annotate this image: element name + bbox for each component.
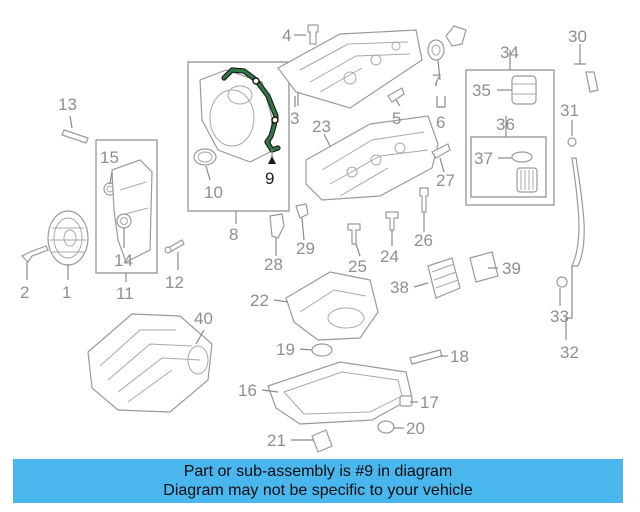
callout-15: 15: [100, 148, 119, 167]
callout-24: 24: [380, 247, 399, 266]
callout-18: 18: [450, 347, 469, 366]
part-35-cap: [511, 75, 537, 105]
callout-5: 5: [392, 109, 401, 128]
part-5-bracket: [387, 87, 405, 103]
part-13-stud: [61, 129, 89, 144]
part-1-pulley: [47, 210, 89, 266]
part-14-seal: [116, 213, 132, 229]
part-10-oring: [193, 148, 217, 166]
callout-27: 27: [436, 171, 455, 190]
part-40-intake-manifold: [87, 313, 213, 413]
group-box-36: [470, 136, 547, 198]
part-3-valve-cover: [277, 29, 423, 109]
callout-12: 12: [165, 273, 184, 292]
part-37-oring: [511, 151, 533, 163]
callout-28: 28: [264, 255, 283, 274]
part-21-sensor: [311, 429, 333, 453]
callout-40: 40: [194, 309, 213, 328]
callout-11: 11: [116, 284, 134, 303]
callout-32: 32: [560, 343, 579, 362]
part-2-bolt: [20, 245, 49, 263]
callout-14: 14: [114, 251, 133, 270]
group-box-8: [187, 61, 290, 212]
part-19-oring: [311, 343, 333, 357]
callout-38: 38: [390, 278, 409, 297]
callout-7: 7: [432, 71, 441, 90]
part-38-oil-cooler: [427, 257, 461, 299]
part-4-bolt: [307, 24, 319, 45]
callout-17: 17: [420, 393, 439, 412]
callout-16: 16: [238, 381, 257, 400]
callout-2: 2: [20, 283, 29, 302]
part-info-banner: Part or sub-assembly is #9 in diagram Di…: [13, 459, 623, 503]
part-25-bolt: [347, 223, 361, 245]
part-11-lower-cover: [111, 159, 153, 263]
callout-34: 34: [500, 43, 519, 62]
callout-25: 25: [348, 257, 367, 276]
part-6-cap: [445, 25, 467, 47]
part-8-timing-cover: [199, 69, 273, 163]
part-28-sensor: [269, 213, 285, 239]
callout-20: 20: [406, 419, 425, 438]
part-22-upper-oil-pan: [285, 271, 379, 341]
part-31-seal: [567, 137, 577, 147]
callout-13: 13: [58, 95, 77, 114]
callout-21: 21: [267, 431, 286, 450]
callout-37: 37: [474, 149, 493, 168]
callout-35: 35: [472, 81, 491, 100]
part-29-sensor: [295, 203, 309, 219]
part-12-bolt: [164, 239, 185, 254]
part-24-bolt: [385, 211, 399, 231]
callout-36: 36: [496, 115, 515, 134]
part-7-seal: [427, 39, 445, 61]
callout-3: 3: [290, 109, 299, 128]
part-30-dipstick-handle: [585, 71, 599, 93]
bracket-3-6: [294, 96, 446, 108]
part-39-gasket: [469, 251, 499, 283]
callout-33: 33: [550, 307, 569, 326]
callout-29: 29: [296, 239, 315, 258]
callout-4: 4: [282, 26, 291, 45]
part-26-bolt: [419, 187, 429, 213]
part-9-gasket: [221, 67, 281, 153]
part-20-plug: [377, 420, 395, 434]
callout-numbers: 1 2 3 4 5 6 7 8 9 10 11 12 13 14 15 16 1…: [20, 26, 587, 450]
callout-23: 23: [312, 117, 331, 136]
part-23-cylinder-head: [305, 115, 439, 201]
callout-26: 26: [414, 231, 433, 250]
leader-lines: [26, 34, 586, 441]
callout-1: 1: [62, 283, 71, 302]
callout-22: 22: [250, 291, 269, 310]
callout-10: 10: [204, 183, 223, 202]
banner-line-part: Part or sub-assembly is #9 in diagram: [183, 463, 453, 480]
callout-8: 8: [229, 225, 238, 244]
part-33-seal: [556, 276, 568, 288]
part-17-drain-plug: [399, 395, 413, 407]
banner-line-disclaimer: Diagram may not be specific to your vehi…: [163, 482, 473, 499]
part-36-filter: [516, 167, 538, 193]
part-32-dipstick-tube: [571, 157, 585, 267]
callout-19: 19: [276, 340, 295, 359]
callout-30: 30: [568, 27, 587, 46]
part-27-bracket: [431, 143, 451, 159]
callout-6: 6: [436, 113, 445, 132]
callout-39: 39: [502, 259, 521, 278]
part-18-bracket: [409, 349, 443, 365]
part-16-lower-oil-pan: [267, 361, 413, 425]
part-9-arrow: [268, 156, 276, 164]
callout-31: 31: [560, 101, 579, 120]
callout-9: 9: [265, 169, 274, 188]
